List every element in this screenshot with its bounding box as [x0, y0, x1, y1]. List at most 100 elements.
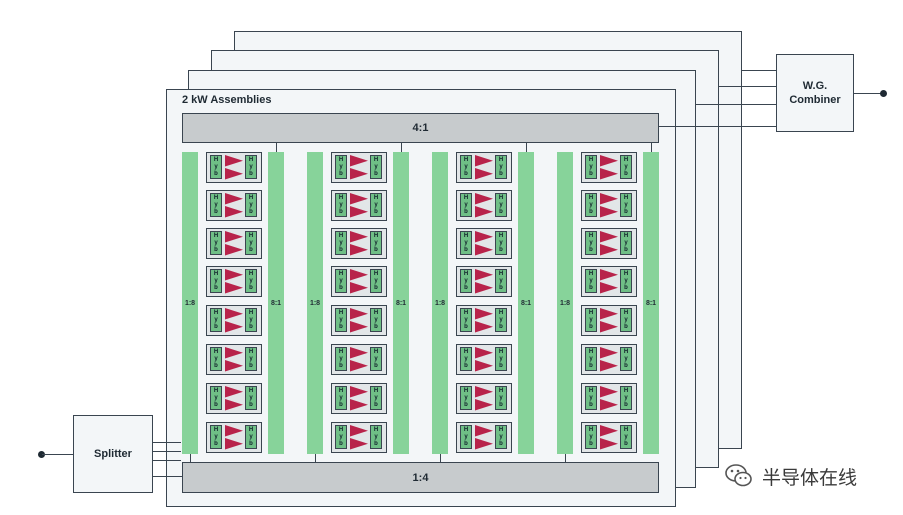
input-hybrid: H y b	[335, 269, 347, 293]
input-hybrid: H y b	[335, 193, 347, 217]
combiner-tie-line	[276, 143, 277, 152]
wechat-logo-icon	[725, 464, 752, 487]
amplifier-triangle-icon	[475, 231, 493, 256]
output-hybrid: H y b	[495, 155, 507, 179]
amplifier-triangle-icon	[475, 347, 493, 372]
input-hybrid: H y b	[585, 193, 597, 217]
output-hybrid: H y b	[495, 386, 507, 410]
amplifier-triangle-icon	[225, 231, 243, 256]
output-hybrid: H y b	[370, 425, 382, 449]
amplifier-triangle-icon	[600, 193, 618, 218]
output-hybrid: H y b	[495, 231, 507, 255]
combiner-line-3	[696, 104, 776, 105]
output-hybrid: H y b	[620, 269, 632, 293]
combiner-8to1-label: 8:1	[645, 299, 657, 307]
splitter-1to4-label: 1:4	[412, 471, 429, 484]
splitter-1to8-bar: 1:8	[182, 152, 198, 454]
output-hybrid: H y b	[245, 269, 257, 293]
input-hybrid: H y b	[585, 231, 597, 255]
combiner-output-line	[854, 93, 882, 94]
amplifier-triangle-icon	[600, 269, 618, 294]
input-hybrid: H y b	[210, 386, 222, 410]
amplifier-triangle-icon	[600, 347, 618, 372]
input-hybrid: H y b	[335, 425, 347, 449]
input-port-dot	[38, 451, 45, 458]
combiner-4to1-label: 4:1	[412, 122, 429, 134]
output-hybrid: H y b	[245, 193, 257, 217]
combiner-line-1	[742, 70, 776, 71]
amplifier-triangle-icon	[600, 155, 618, 180]
input-hybrid: H y b	[460, 155, 472, 179]
input-hybrid: H y b	[585, 155, 597, 179]
input-hybrid: H y b	[585, 347, 597, 371]
amplifier-triangle-icon	[475, 425, 493, 450]
output-hybrid: H y b	[245, 155, 257, 179]
input-hybrid: H y b	[210, 193, 222, 217]
input-hybrid: H y b	[460, 386, 472, 410]
input-hybrid: H y b	[210, 231, 222, 255]
splitter-box: Splitter	[73, 415, 153, 493]
amplifier-triangle-icon	[225, 347, 243, 372]
splitter-tie-line	[315, 454, 316, 462]
amplifier-triangle-icon	[600, 231, 618, 256]
splitter-line-2	[153, 451, 181, 452]
output-hybrid: H y b	[620, 155, 632, 179]
splitter-1to8-bar: 1:8	[557, 152, 573, 454]
output-hybrid: H y b	[620, 231, 632, 255]
output-hybrid: H y b	[245, 231, 257, 255]
splitter-1to8-bar: 1:8	[307, 152, 323, 454]
amplifier-triangle-icon	[225, 269, 243, 294]
output-hybrid: H y b	[245, 347, 257, 371]
amplifier-triangle-icon	[600, 386, 618, 411]
output-port-dot	[880, 90, 887, 97]
output-hybrid: H y b	[495, 347, 507, 371]
amplifier-triangle-icon	[225, 155, 243, 180]
combiner-8to1-label: 8:1	[395, 299, 407, 307]
combiner-line-2	[719, 86, 776, 87]
output-hybrid: H y b	[495, 425, 507, 449]
combiner-8to1-bar: 8:1	[393, 152, 409, 454]
output-hybrid: H y b	[370, 386, 382, 410]
splitter-tie-line	[565, 454, 566, 462]
output-hybrid: H y b	[495, 269, 507, 293]
output-hybrid: H y b	[370, 193, 382, 217]
output-hybrid: H y b	[245, 425, 257, 449]
combiner-8to1-label: 8:1	[270, 299, 282, 307]
combiner-tie-line	[651, 143, 652, 152]
splitter-1to8-bar: 1:8	[432, 152, 448, 454]
output-hybrid: H y b	[370, 231, 382, 255]
combiner-tie-line	[526, 143, 527, 152]
output-hybrid: H y b	[370, 308, 382, 332]
output-hybrid: H y b	[370, 269, 382, 293]
output-hybrid: H y b	[620, 193, 632, 217]
splitter-line-1	[153, 442, 181, 443]
splitter-tie-line	[440, 454, 441, 462]
input-hybrid: H y b	[210, 155, 222, 179]
combiner-line-4	[659, 126, 776, 127]
input-hybrid: H y b	[335, 231, 347, 255]
amplifier-triangle-icon	[350, 347, 368, 372]
input-hybrid: H y b	[460, 308, 472, 332]
input-hybrid: H y b	[585, 308, 597, 332]
